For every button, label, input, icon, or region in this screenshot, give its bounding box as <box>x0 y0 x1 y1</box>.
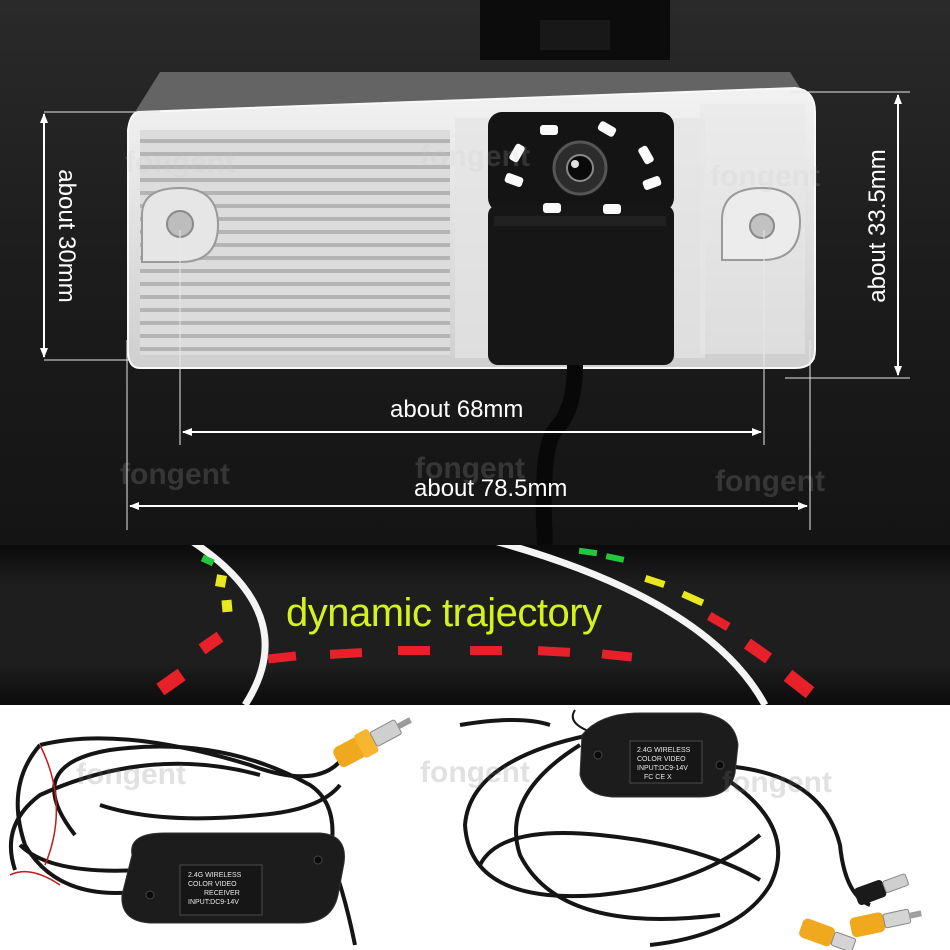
right-mount-hole <box>721 186 802 261</box>
trajectory-banner <box>0 545 950 705</box>
transmitter-cables <box>459 718 871 947</box>
total-width-label: about 78.5mm <box>414 475 568 502</box>
receiver-label-line2: COLOR VIDEO <box>188 881 237 888</box>
height-left-label: about 30mm <box>53 169 80 303</box>
watermark: fongent <box>715 465 825 498</box>
transmitter-label-line2: COLOR VIDEO <box>637 756 686 763</box>
receiver-label-line1: 2.4G WIRELESS <box>188 872 242 879</box>
hole-spacing-label: about 68mm <box>390 396 524 423</box>
transmitter-label-line3: INPUT:DC9-14V <box>637 765 688 772</box>
watermark: fongent <box>76 758 186 791</box>
height-right-label: about 33.5mm <box>864 149 891 303</box>
receiver-module: 2.4G WIRELESS COLOR VIDEO RECEIVER INPUT… <box>121 832 345 924</box>
watermark: fongent <box>125 146 235 179</box>
camera-photo <box>0 0 950 545</box>
dim-hole-spacing <box>179 230 765 445</box>
watermark: fongent <box>710 160 820 193</box>
right-path-line <box>495 545 769 705</box>
dim-height-right <box>785 91 910 379</box>
watermark: fongent <box>420 756 530 789</box>
transmitter-module: 2.4G WIRELESS COLOR VIDEO INPUT:DC9-14V … <box>579 712 739 798</box>
trajectory-label: dynamic trajectory <box>286 591 602 635</box>
guide-near <box>156 612 815 699</box>
guide-mid <box>215 574 705 613</box>
transmitter-label-marks: FC CE X <box>644 774 672 781</box>
rca-plug-yellow <box>333 717 412 767</box>
receiver-label-line3: RECEIVER <box>204 890 240 897</box>
receiver-label-line4: INPUT:DC9-14V <box>188 899 239 906</box>
led-ring <box>504 121 662 214</box>
red-wire <box>39 744 58 866</box>
receiver-cables <box>8 736 357 946</box>
left-path-line <box>191 545 269 705</box>
watermark: fongent <box>420 140 530 173</box>
rca-plug-yellow <box>799 918 857 950</box>
dc-plug <box>854 873 909 905</box>
watermark: fongent <box>120 458 230 491</box>
guide-far <box>200 547 625 567</box>
left-mount-hole <box>141 186 220 263</box>
camera-lens <box>552 140 608 196</box>
watermark: fongent <box>415 452 525 485</box>
dim-total-width <box>126 340 811 530</box>
dim-height-left <box>40 111 160 361</box>
transmitter-label-line1: 2.4G WIRELESS <box>637 747 691 754</box>
wireless-kit-photo: 2.4G WIRELESS COLOR VIDEO RECEIVER INPUT… <box>0 705 950 950</box>
watermark: fongent <box>722 766 832 799</box>
rca-plug-yellow <box>849 908 922 938</box>
